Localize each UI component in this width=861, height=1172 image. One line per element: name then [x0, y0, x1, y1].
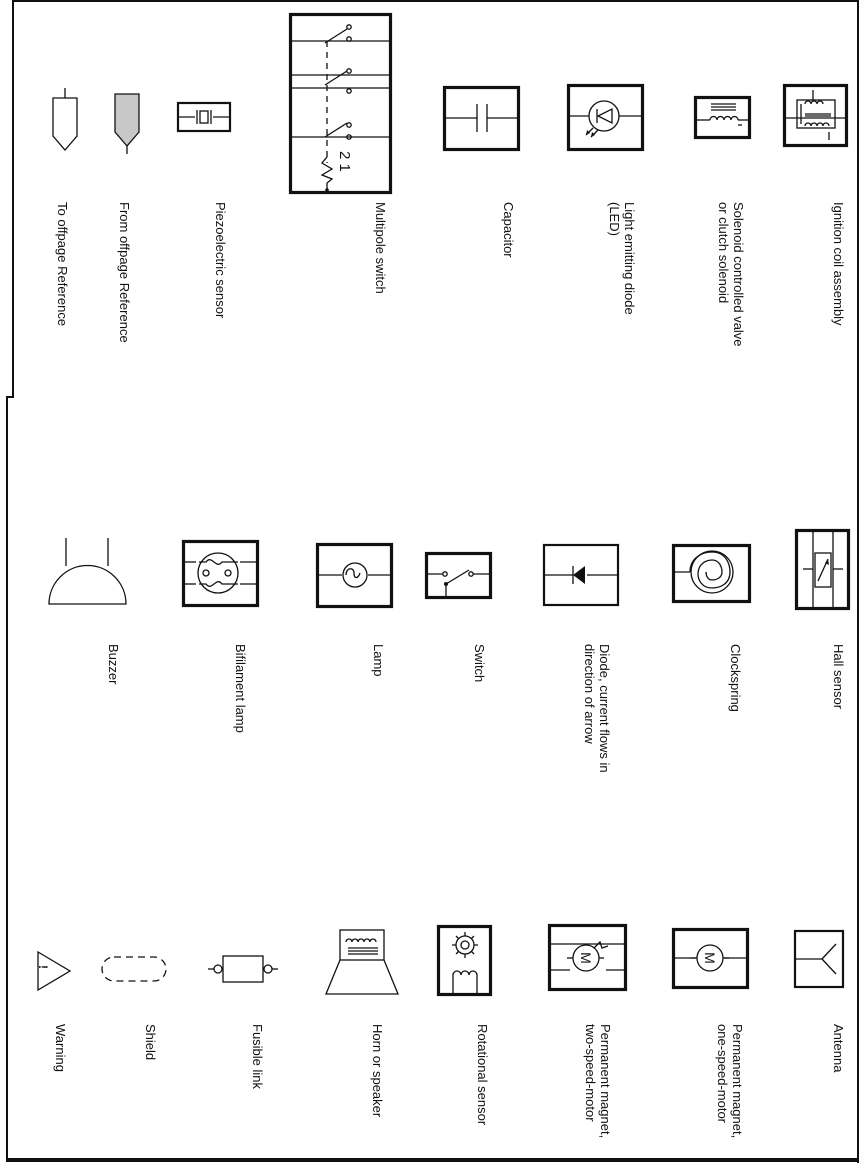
antenna-label: Antenna	[831, 1024, 846, 1073]
fusible-link-symbol	[208, 953, 278, 985]
rotational-sensor-label: Rotational sensor	[475, 1024, 490, 1126]
two-speed-motor-m: M	[578, 952, 594, 964]
multipole-switch-label: Multipole switch	[373, 202, 388, 294]
two-speed-motor-symbol: M	[547, 923, 628, 992]
one-speed-motor-symbol: M	[671, 927, 750, 990]
to-offpage-reference-label: To offpage Reference	[55, 202, 70, 327]
diode-label: Diode, current flows in direction of arr…	[582, 644, 612, 773]
led-label: Light emitting diode (LED)	[607, 202, 637, 315]
led-symbol	[566, 83, 645, 152]
buzzer-symbol	[46, 538, 130, 608]
piezoelectric-sensor-symbol	[176, 101, 233, 134]
switch-symbol	[424, 551, 493, 600]
bifilament-lamp-symbol	[181, 539, 260, 608]
piezoelectric-sensor-label: Piezoelectric sensor	[213, 202, 228, 319]
border-left-step	[6, 396, 14, 398]
fusible-link-label: Fusible link	[250, 1024, 265, 1090]
lamp-label: Lamp	[371, 644, 386, 677]
border-bottom	[6, 1158, 859, 1162]
bifilament-lamp-label: Bifilament lamp	[233, 644, 248, 733]
warning-symbol	[36, 950, 72, 992]
solenoid-valve-label: Solenoid controlled valve or clutch sole…	[716, 202, 746, 347]
clockspring-label: Clockspring	[728, 644, 743, 712]
border-left-lower	[6, 396, 8, 1162]
switch-label: Switch	[472, 644, 487, 683]
multipole-switch-symbol	[288, 12, 393, 195]
rotational-sensor-symbol	[436, 924, 493, 997]
from-offpage-reference-label: From offpage Reference	[117, 202, 132, 343]
shield-symbol	[100, 954, 170, 984]
shield-label: Shield	[143, 1024, 158, 1061]
border-left-upper	[12, 0, 14, 398]
horn-speaker-symbol	[322, 928, 402, 998]
warning-mark: !	[36, 965, 50, 969]
lamp-symbol	[315, 542, 394, 609]
one-speed-motor-m: M	[702, 952, 718, 964]
multipole-switch-positions: 2 1	[336, 151, 353, 172]
solenoid-valve-symbol	[693, 95, 752, 140]
capacitor-label: Capacitor	[501, 202, 516, 258]
ignition-coil-symbol	[782, 83, 849, 148]
hall-sensor-label: Hall sensor	[831, 644, 846, 710]
capacitor-symbol	[442, 85, 521, 152]
ignition-coil-label: Ignition coil assembly	[831, 202, 846, 326]
horn-speaker-label: Horn or speaker	[370, 1024, 385, 1118]
one-speed-motor-label: Permanent magnet, one-speed-motor	[715, 1024, 745, 1139]
border-top	[12, 0, 858, 2]
antenna-symbol	[793, 929, 846, 990]
two-speed-motor-label: Permanent magnet, two-speed-motor	[583, 1024, 613, 1139]
border-right	[857, 0, 859, 1163]
hall-sensor-symbol	[794, 528, 851, 611]
clockspring-symbol	[671, 543, 752, 604]
from-offpage-reference-symbol	[112, 90, 142, 156]
buzzer-label: Buzzer	[106, 644, 121, 685]
to-offpage-reference-symbol	[50, 88, 80, 154]
diode-symbol	[542, 543, 621, 608]
warning-label: Warning	[53, 1024, 68, 1072]
